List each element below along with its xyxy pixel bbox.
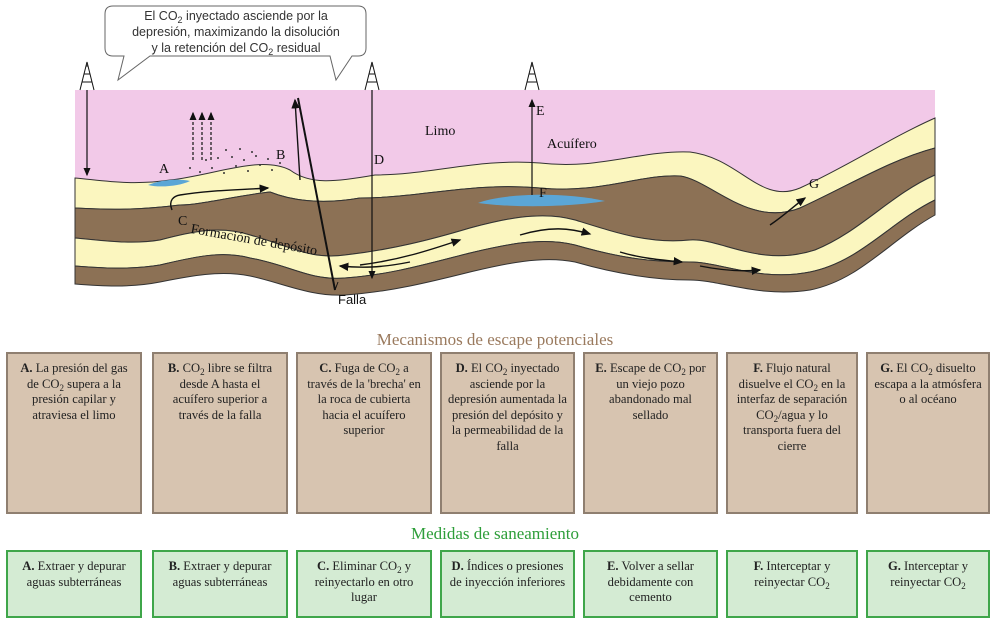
mechanism-text-part: 2 <box>395 367 401 377</box>
remediation-text-part: Extraer y depurar aguas subterráneas <box>26 559 126 589</box>
mechanism-text-part: CO <box>179 361 201 375</box>
remediation-letter: D. <box>451 559 464 573</box>
mechanism-box: D. El CO2 inyectado asciende por la depr… <box>440 352 575 514</box>
callout-bubble <box>104 5 367 82</box>
mechanism-letter: B. <box>167 361 180 375</box>
remediation-text-part: 2 <box>825 580 830 591</box>
label-b: B <box>276 148 286 163</box>
remediation-letter: C. <box>316 559 330 573</box>
remediation-title: Medidas de saneamiento <box>410 524 580 543</box>
mechanism-letter: E. <box>595 361 607 375</box>
mechanism-text-part: por un viejo pozo abandonado mal sellado <box>609 361 706 422</box>
mechanism-box: C. Fuga de CO2 a través de la 'brecha' e… <box>296 352 432 514</box>
label-d: D <box>374 153 385 168</box>
label-a: A <box>159 162 170 177</box>
mechanism-box: E. Escape de CO2 por un viejo pozo aband… <box>583 352 718 514</box>
remediation-box: C. Eliminar CO2 y reinyectarlo en otro l… <box>296 550 432 618</box>
remediation-text-part: 2 <box>397 565 402 575</box>
mechanism-text-part: supera a la presión capilar y atraviesa … <box>32 376 122 422</box>
label-c: C <box>178 214 188 229</box>
mechanisms-title: Mecanismos de escape potenciales <box>376 330 614 349</box>
remediation-letter: F. <box>753 559 764 573</box>
label-acuifero: Acuífero <box>547 137 597 152</box>
mechanism-text-part: disuelto escapa a la atmósfera o al océa… <box>874 361 982 406</box>
mechanism-text-part: Flujo natural disuelve el CO <box>738 361 831 391</box>
remediation-box: E. Volver a sellar debidamente con cemen… <box>583 550 718 618</box>
remediation-letter: E. <box>607 559 619 573</box>
derrick-icon <box>79 61 540 91</box>
cross-section-diagram <box>74 5 936 296</box>
remediation-letter: A. <box>22 559 35 573</box>
mechanism-text-part: 2 <box>200 367 205 377</box>
remediation-text-part: Extraer y depurar aguas subterráneas <box>172 559 272 589</box>
remediation-box: F. Interceptar y reinyectar CO2 <box>726 550 858 618</box>
mechanism-text-part: a través de la 'brecha' en la roca de cu… <box>307 361 421 437</box>
label-limo: Limo <box>425 124 456 139</box>
mechanism-text-part: El CO <box>467 361 503 375</box>
mechanism-box: B. CO2 libre se filtra desde A hasta el … <box>152 352 288 514</box>
callout-text: El CO2 inyectado asciende por la depresi… <box>132 9 340 57</box>
mechanism-text-part: 2 <box>773 413 779 424</box>
mechanism-box: F. Flujo natural disuelve el CO2 en la i… <box>726 352 858 514</box>
mechanism-text-part: Fuga de CO <box>331 361 396 375</box>
co2-leak-dots <box>189 148 281 174</box>
flow-arrows <box>170 98 807 276</box>
mechanism-text-part: Escape de CO <box>606 361 682 375</box>
label-e: E <box>536 104 545 119</box>
mechanism-text-part: en la interfaz de separación CO <box>736 376 848 422</box>
mechanism-letter: F. <box>753 361 763 375</box>
mechanism-text-part: inyectado asciende por la depresión aume… <box>448 361 567 453</box>
mechanism-text-part: 2 <box>59 382 65 393</box>
mechanism-text-part: La presión del gas de CO <box>26 361 128 391</box>
mechanism-letter: G. <box>880 361 894 375</box>
label-falla: Falla <box>338 292 367 307</box>
mechanism-box: A. La presión del gas de CO2 supera a la… <box>6 352 142 514</box>
remediation-box: B. Extraer y depurar aguas subterráneas <box>152 550 288 618</box>
mechanism-letter: C. <box>319 361 332 375</box>
remediation-letter: G. <box>887 559 901 573</box>
remediation-text-part: 2 <box>961 580 966 591</box>
mechanism-text-part: El CO <box>893 361 929 375</box>
remediation-box: A. Extraer y depurar aguas subterráneas <box>6 550 142 618</box>
mechanism-box: G. El CO2 disuelto escapa a la atmósfera… <box>866 352 990 514</box>
mechanism-text-part: 2 <box>813 382 819 393</box>
label-f: F <box>539 186 547 201</box>
remediation-text-part: Interceptar y reinyectar CO <box>890 559 969 589</box>
mechanism-text-part: 2 <box>681 367 686 377</box>
remediation-text-part: Interceptar y reinyectar CO <box>754 559 831 589</box>
remediation-text-part: y reinyectarlo en otro lugar <box>314 559 414 604</box>
mechanism-text-part: /agua y lo transporta fuera del cierre <box>743 407 841 453</box>
base-rock-layer <box>74 199 936 296</box>
co2-pool-f <box>478 194 605 207</box>
label-g: G <box>809 177 820 192</box>
fault-pointer <box>334 281 339 291</box>
mechanism-text-part: 2 <box>502 367 508 377</box>
escape-arrows-a <box>189 111 215 160</box>
mechanism-letter: D. <box>455 361 468 375</box>
remediation-box: G. Interceptar y reinyectar CO2 <box>866 550 990 618</box>
remediation-text-part: Índices o presiones de inyección inferio… <box>449 559 566 589</box>
mechanism-text-part: libre se filtra desde A hasta el acuífer… <box>172 361 273 422</box>
remediation-letter: B. <box>168 559 181 573</box>
mechanism-letter: A. <box>20 361 33 375</box>
mechanism-text-part: 2 <box>928 367 933 377</box>
remediation-text-part: Eliminar CO <box>329 559 398 573</box>
limo-layer <box>75 90 935 192</box>
fault-line <box>297 97 336 291</box>
co2-pool-a <box>148 179 190 187</box>
remediation-box: D. Índices o presiones de inyección infe… <box>440 550 575 618</box>
remediation-text-part: Volver a sellar debidamente con cemento <box>607 559 694 604</box>
